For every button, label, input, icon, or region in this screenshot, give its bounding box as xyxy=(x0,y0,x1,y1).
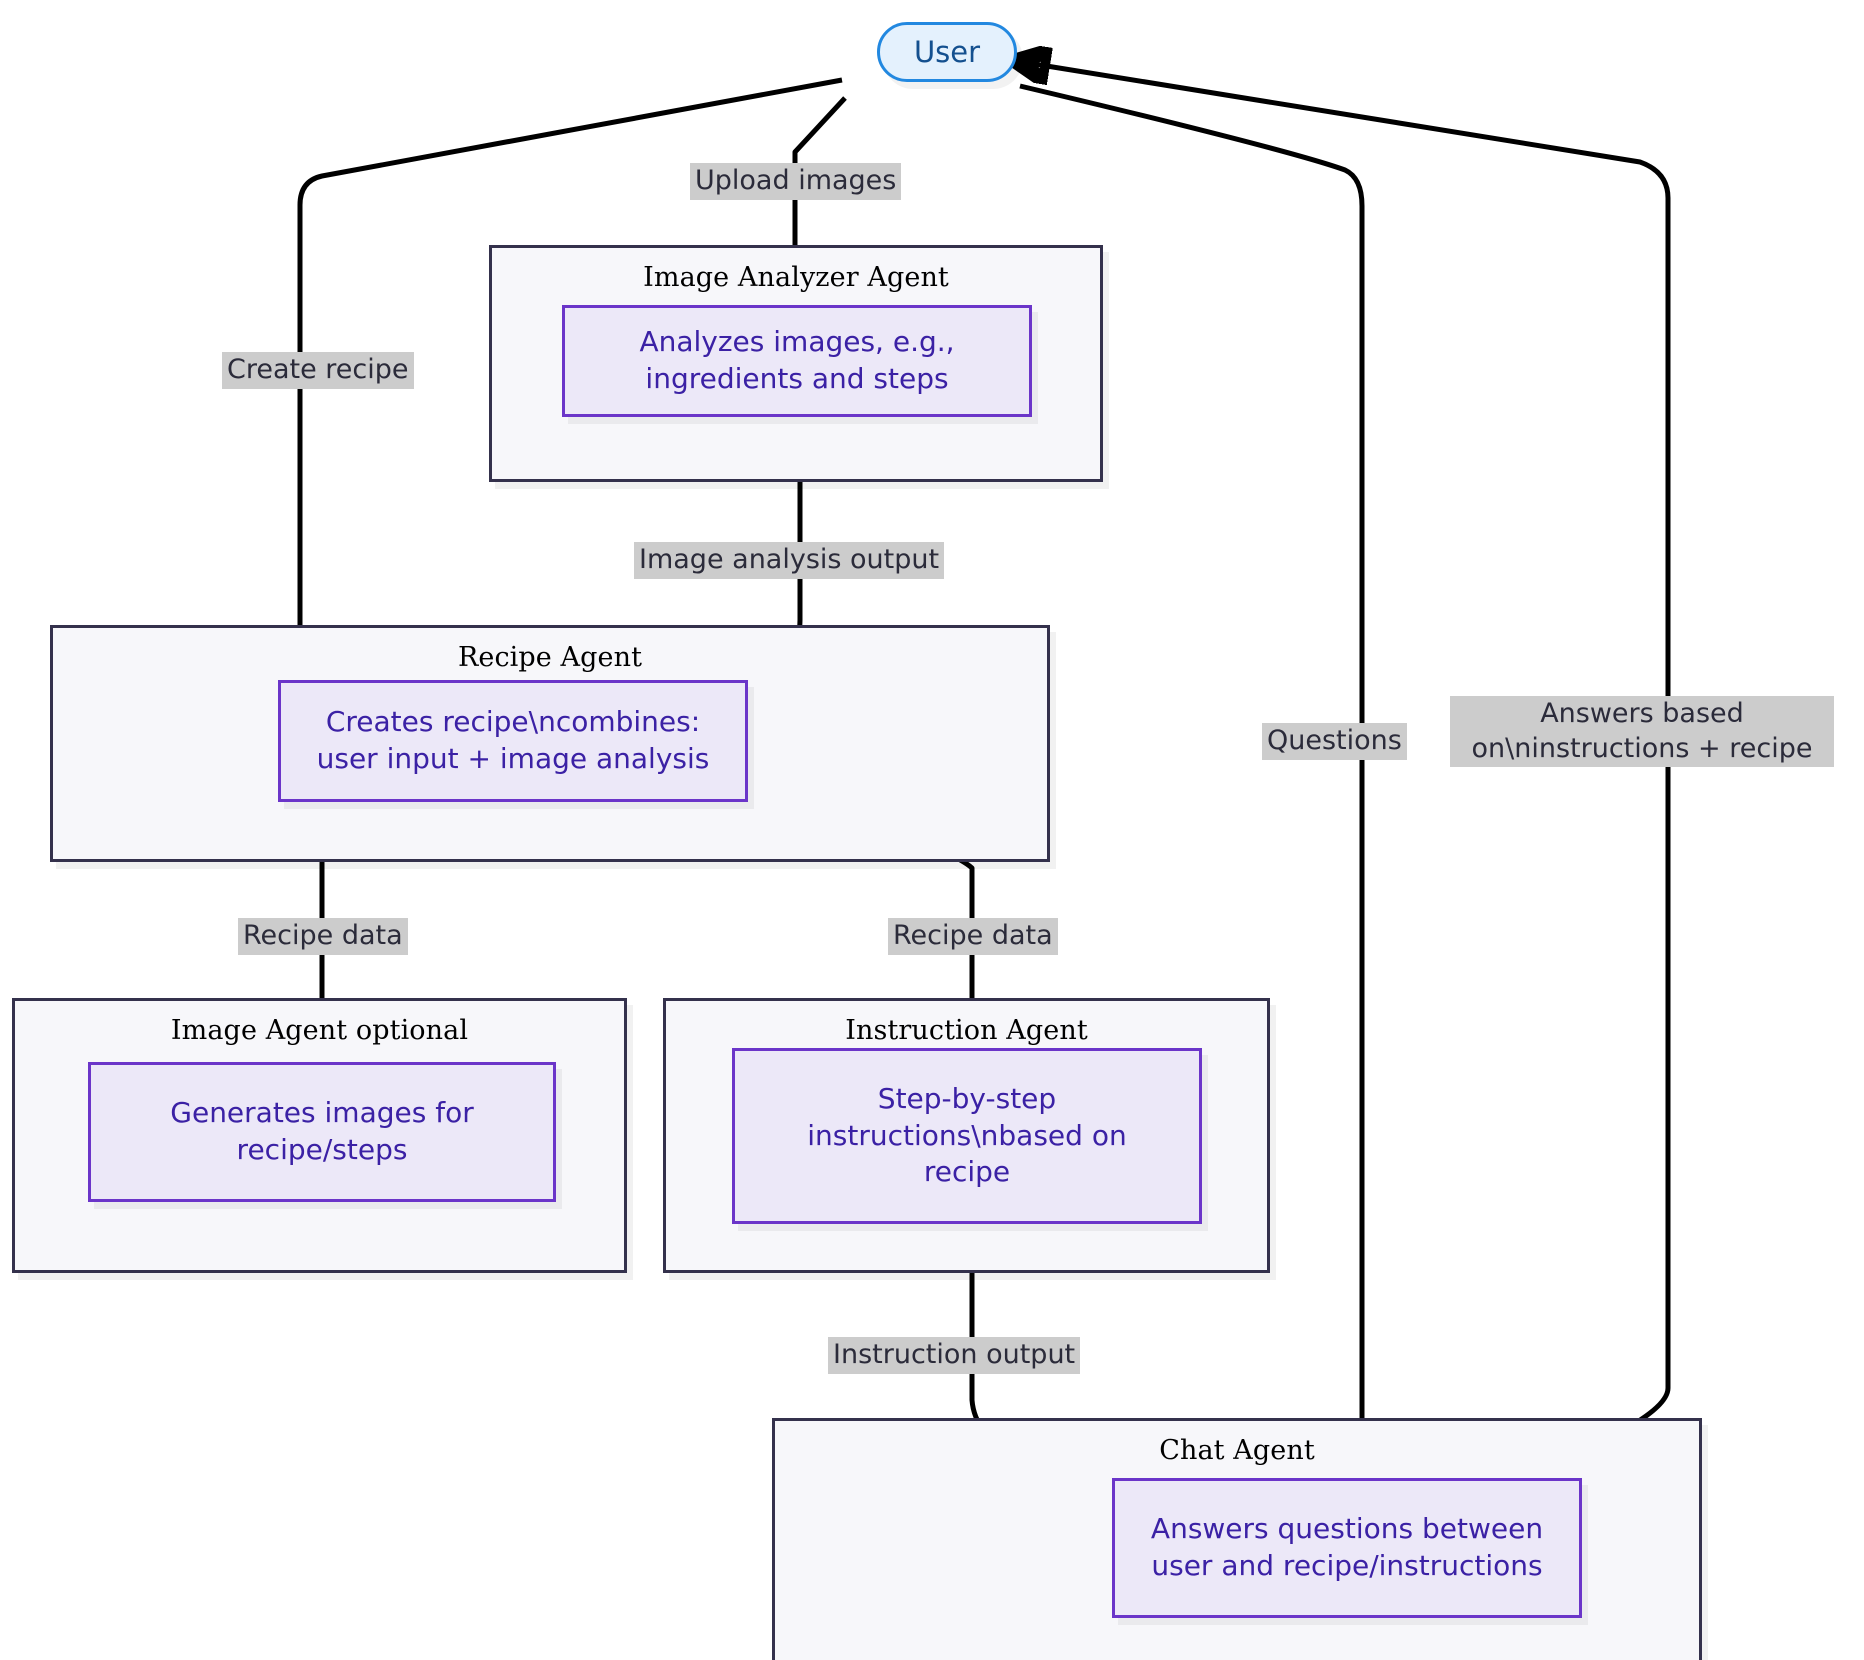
node-user[interactable]: User xyxy=(877,22,1017,82)
cluster-recipe-agent-title: Recipe Agent xyxy=(457,642,643,673)
node-instruction-label: Step-by-step instructions\nbased on reci… xyxy=(807,1081,1127,1189)
edge-label-answers-based-on: Answers based on\ninstructions + recipe xyxy=(1450,696,1834,768)
edge-label-recipe-data-right: Recipe data xyxy=(888,918,1058,955)
edge-label-create-recipe: Create recipe xyxy=(222,352,414,389)
cluster-image-agent-title: Image Agent optional xyxy=(170,1015,469,1046)
node-chat-label: Answers questions between user and recip… xyxy=(1150,1512,1544,1582)
cluster-instruction-agent-title: Instruction Agent xyxy=(845,1015,1088,1046)
node-recipe-label: Creates recipe\ncombines: user input + i… xyxy=(316,705,710,775)
node-image-analyzer-label: Analyzes images, e.g., ingredients and s… xyxy=(639,325,955,395)
edge-user-to-image-analyzer xyxy=(795,96,847,285)
cluster-image-analyzer-agent-title: Image Analyzer Agent xyxy=(643,262,949,293)
node-instruction[interactable]: Step-by-step instructions\nbased on reci… xyxy=(732,1048,1202,1224)
edge-label-instruction-output: Instruction output xyxy=(828,1337,1081,1374)
cluster-chat-agent-title: Chat Agent xyxy=(1159,1435,1315,1466)
node-image-generator[interactable]: Generates images for recipe/steps xyxy=(88,1062,556,1202)
node-chat[interactable]: Answers questions between user and recip… xyxy=(1112,1478,1582,1618)
edge-label-recipe-data-left: Recipe data xyxy=(238,918,408,955)
node-image-analyzer[interactable]: Analyzes images, e.g., ingredients and s… xyxy=(562,305,1032,417)
node-image-generator-label: Generates images for recipe/steps xyxy=(170,1096,474,1166)
edge-label-upload-images: Upload images xyxy=(690,163,902,200)
node-recipe[interactable]: Creates recipe\ncombines: user input + i… xyxy=(278,680,748,802)
node-user-label: User xyxy=(913,35,981,69)
edge-user-to-chat xyxy=(1019,83,1362,1468)
edge-label-image-analysis-output: Image analysis output xyxy=(634,542,945,579)
edge-label-questions: Questions xyxy=(1262,723,1407,760)
